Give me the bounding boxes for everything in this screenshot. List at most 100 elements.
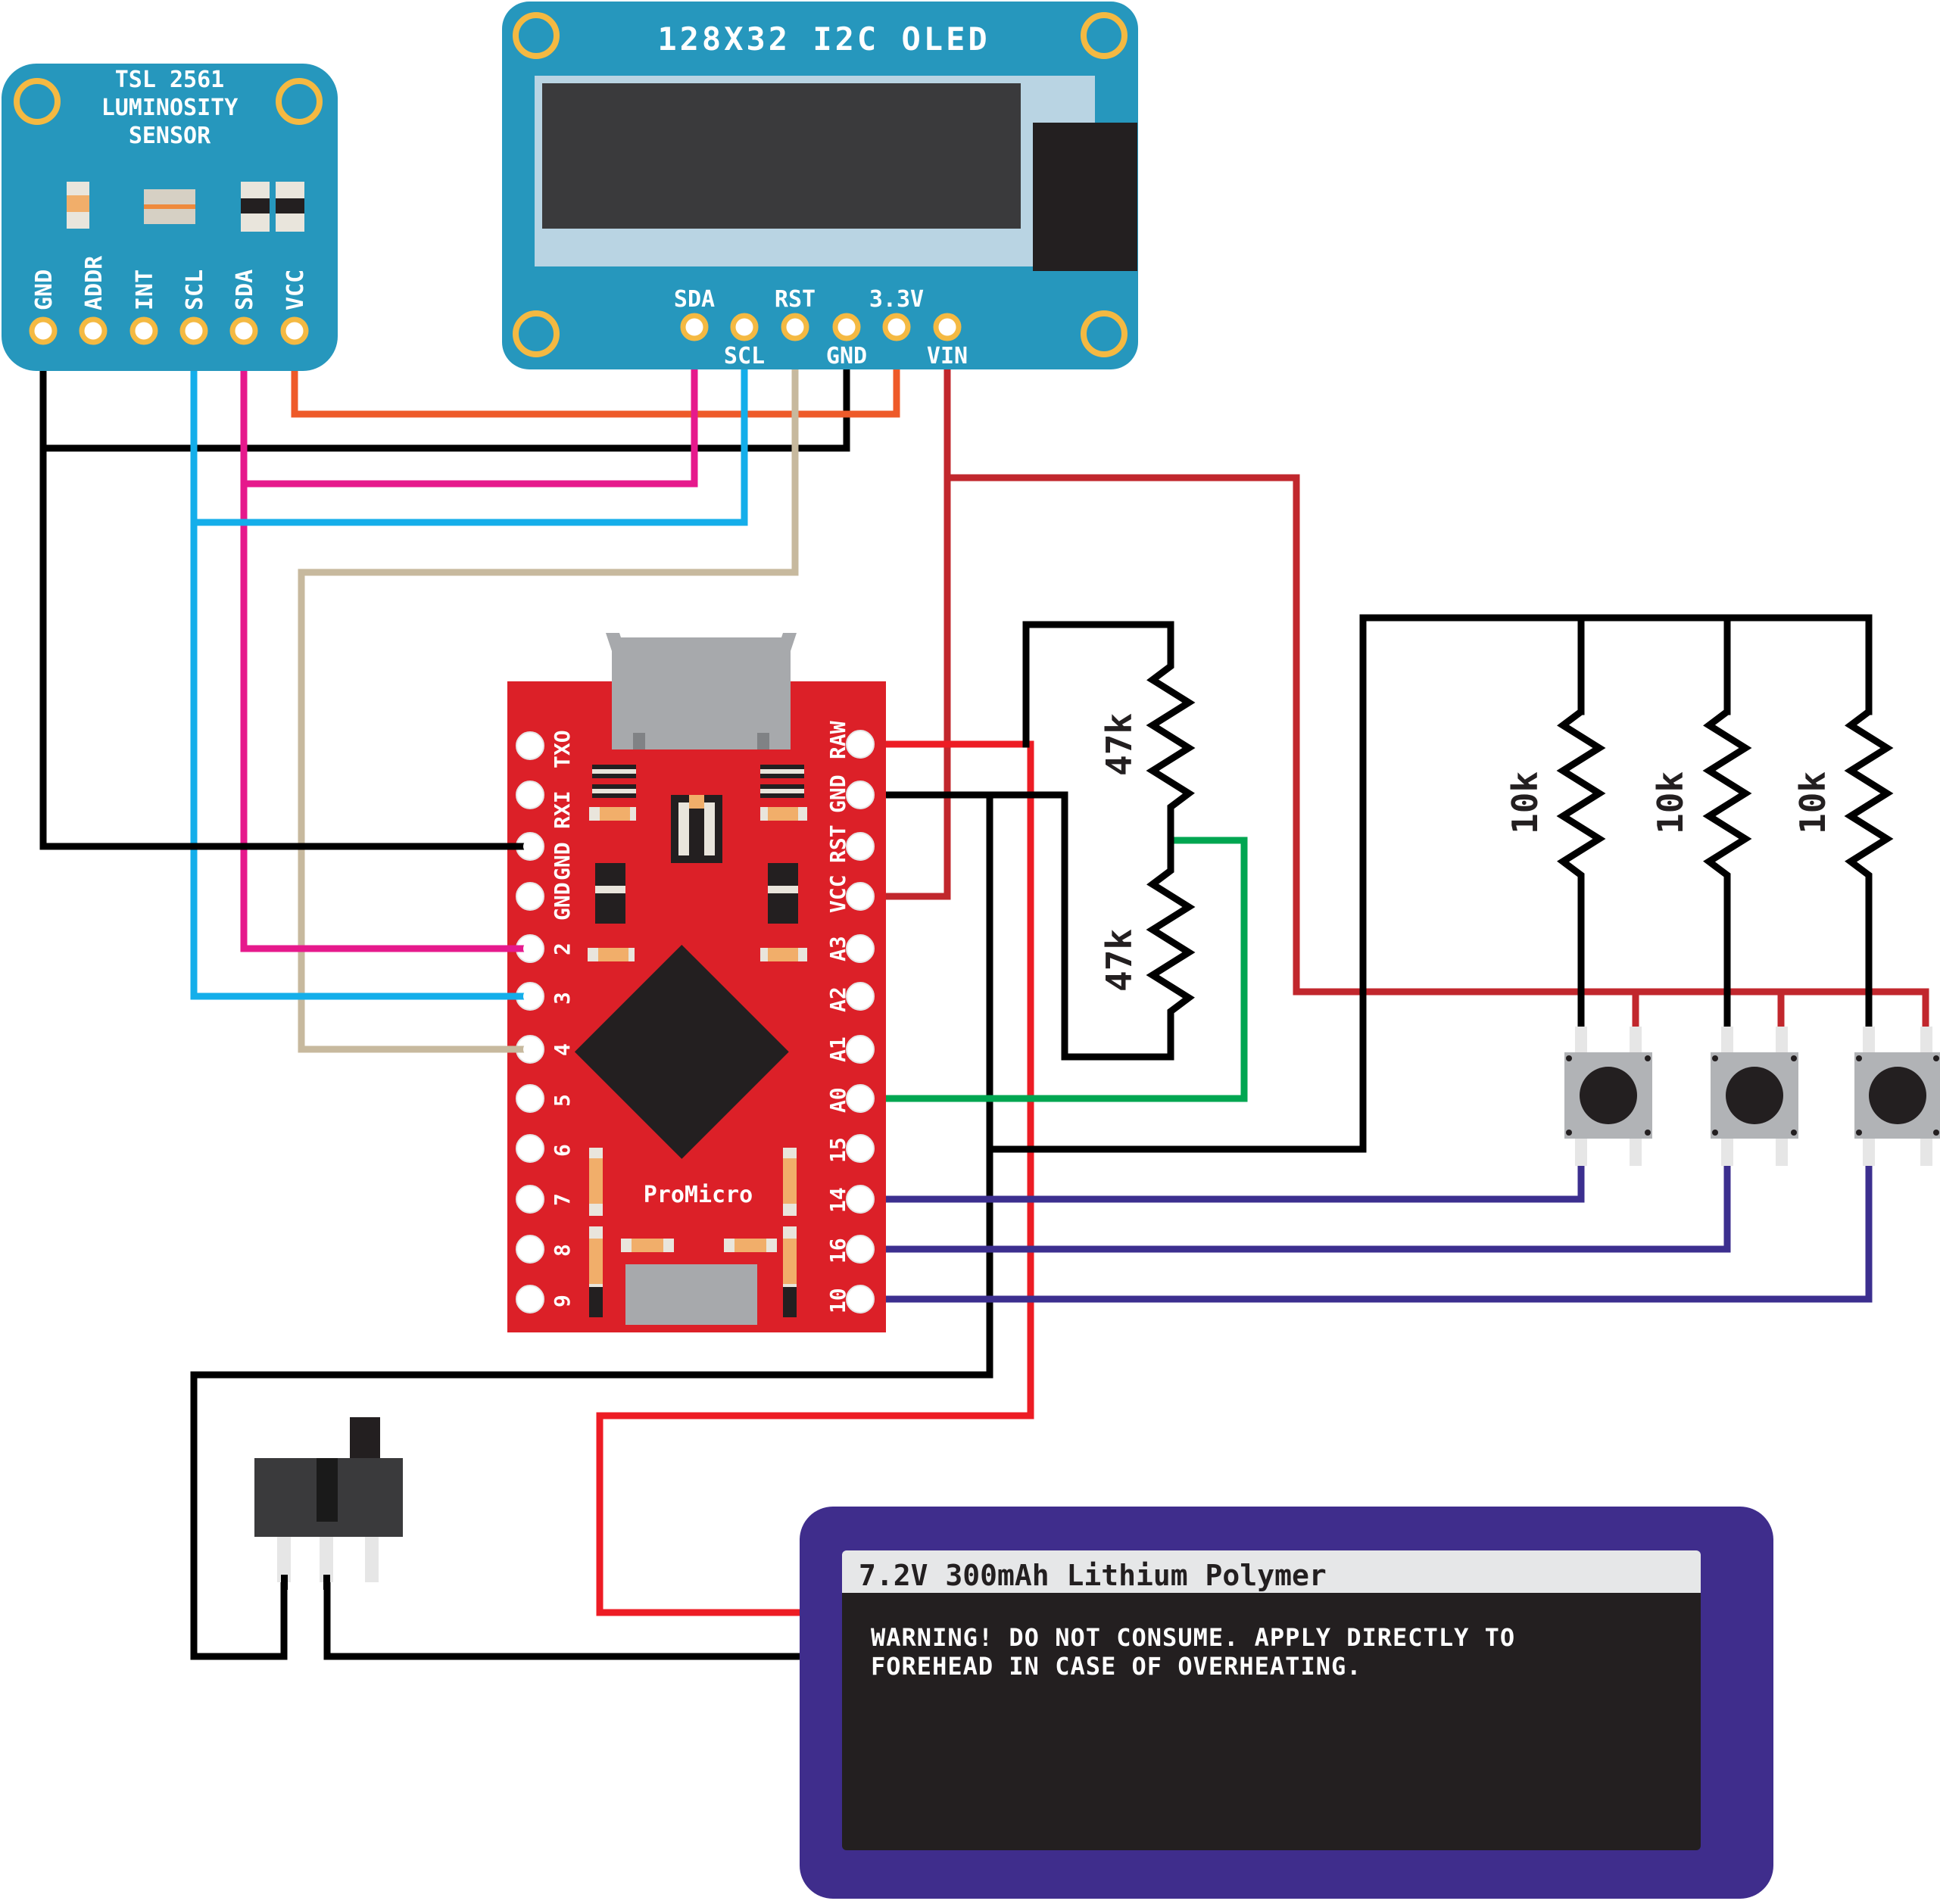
sensor-title-line1: TSL 2561 xyxy=(115,67,225,93)
promicro-left-label-4: 4 xyxy=(550,1043,575,1056)
wire-vin-buttons xyxy=(943,474,1929,1030)
wire-btn-16 xyxy=(856,1162,1731,1253)
sensor-pad-gnd xyxy=(29,316,58,345)
sensor-pad-sda xyxy=(229,316,258,345)
sensor-pin-label-sda: SDA xyxy=(232,270,258,310)
promicro-left-label-6: 6 xyxy=(550,1144,575,1157)
promicro-pad-a1 xyxy=(846,1035,875,1064)
sensor-pin-label-gnd: GND xyxy=(31,270,58,310)
oled-board: 128X32 I2C OLED SDA RST 3.3V SCL GND VIN xyxy=(502,2,1138,369)
oled-title: 128X32 I2C OLED xyxy=(657,20,990,58)
divider-resistors xyxy=(1146,625,1196,1057)
resistor-47k-bottom xyxy=(1146,840,1196,1057)
resistor-10k-1 xyxy=(1556,709,1606,886)
wire-a0 xyxy=(856,837,1248,1102)
promicro-pad-8 xyxy=(516,1235,544,1264)
pullup-resistors xyxy=(1556,709,1894,886)
oled-pad-vin xyxy=(933,313,962,341)
promicro-left-label-gnd2: GND xyxy=(550,882,575,921)
promicro-pad-rxi xyxy=(516,781,544,809)
wire-gnd-divider xyxy=(856,791,1174,1061)
push-button-1 xyxy=(1564,1027,1652,1166)
oled-pin-label-vin: VIN xyxy=(927,343,968,369)
sensor-pad-vcc xyxy=(280,316,309,345)
promicro-left-label-2: 2 xyxy=(550,943,575,955)
battery-label-bar xyxy=(842,1550,1701,1597)
battery-label-body xyxy=(842,1593,1701,1850)
sensor-title-line3: SENSOR xyxy=(129,123,211,149)
promicro-pad-15 xyxy=(846,1134,875,1163)
oled-pin-label-3v3: 3.3V xyxy=(869,286,924,313)
oled-pin-label-gnd: GND xyxy=(826,343,867,369)
promicro-pad-7 xyxy=(516,1185,544,1214)
wire-gnd-oled xyxy=(39,323,850,452)
promicro-pad-5 xyxy=(516,1084,544,1113)
wire-btn-10 xyxy=(856,1162,1873,1303)
wire-vcc xyxy=(291,323,900,418)
battery-warning-line2: FOREHEAD IN CASE OF OVERHEATING. xyxy=(871,1652,1362,1681)
resistor-47k-top xyxy=(1146,625,1196,840)
resistor-10k-3 xyxy=(1844,709,1894,886)
wire-divider-top xyxy=(1022,621,1174,748)
wire-raw xyxy=(596,740,1034,1616)
tsl2561-sensor-board: TSL 2561 LUMINOSITY SENSOR GND ADDR INT … xyxy=(2,64,338,371)
oled-pad-gnd xyxy=(832,313,861,341)
promicro-crystal xyxy=(625,1264,757,1325)
battery-warning-line1: WARNING! DO NOT CONSUME. APPLY DIRECTLY … xyxy=(871,1623,1515,1652)
sensor-pad-addr xyxy=(79,316,108,345)
promicro-pad-txo xyxy=(516,731,544,760)
wire-sda-oled xyxy=(240,323,698,488)
promicro-pad-9 xyxy=(516,1285,544,1313)
resistor-label-10k-1: 10k xyxy=(1505,771,1545,834)
push-button-2 xyxy=(1711,1027,1798,1166)
resistor-label-10k-2: 10k xyxy=(1650,771,1691,834)
promicro-pad-gnd2 xyxy=(516,882,544,911)
push-button-3 xyxy=(1854,1027,1940,1166)
promicro-left-label-rxi: RXI xyxy=(550,790,575,829)
promicro-pad-6 xyxy=(516,1134,544,1163)
resistor-label-10k-3: 10k xyxy=(1792,771,1833,834)
promicro-left-label-5: 5 xyxy=(550,1094,575,1107)
wire-vin-promicro xyxy=(856,323,951,900)
promicro-left-label-txo: TXO xyxy=(550,730,575,768)
promicro-left-label-7: 7 xyxy=(550,1193,575,1206)
promicro-right-label-raw: RAW xyxy=(825,721,850,759)
oled-screen xyxy=(542,83,1021,229)
oled-flex-connector xyxy=(1033,123,1137,271)
resistor-10k-2 xyxy=(1702,709,1752,886)
wire-sda-promicro xyxy=(240,480,534,952)
oled-pin-label-sda: SDA xyxy=(674,286,715,313)
sensor-pin-label-vcc: VCC xyxy=(282,270,309,310)
promicro-left-label-9: 9 xyxy=(550,1295,575,1307)
wire-gnd-trunk xyxy=(190,791,993,1660)
wire-scl-oled xyxy=(190,323,748,526)
promicro-left-label-gnd1: GND xyxy=(550,842,575,880)
resistor-label-47k-bottom: 47k xyxy=(1099,929,1140,992)
promicro-board: ProMicro TXO RXI GND GND 2 3 4 5 6 7 8 9… xyxy=(507,633,886,1332)
sensor-pin-label-addr: ADDR xyxy=(81,255,108,310)
wire-gnd-promicro xyxy=(39,444,534,850)
promicro-mcu xyxy=(574,944,789,1159)
resistor-label-47k-top: 47k xyxy=(1099,713,1140,776)
sensor-pad-scl xyxy=(179,316,208,345)
oled-pad-3v3 xyxy=(882,313,911,341)
oled-pin-label-rst: RST xyxy=(775,286,816,313)
sensor-title-line2: LUMINOSITY xyxy=(101,95,239,121)
promicro-pad-rst xyxy=(846,832,875,861)
lipo-battery: 7.2V 300mAh Lithium Polymer WARNING! DO … xyxy=(800,1507,1773,1899)
wire-switch-battery xyxy=(323,1571,806,1660)
promicro-pad-a3 xyxy=(846,934,875,963)
promicro-left-label-3: 3 xyxy=(550,992,575,1005)
sensor-pin-label-int: INT xyxy=(132,270,158,310)
wire-gnd-buttonbus xyxy=(986,614,1873,1153)
slide-switch xyxy=(254,1417,403,1590)
oled-pad-sda xyxy=(680,313,709,341)
sensor-pin-label-scl: SCL xyxy=(182,270,208,310)
promicro-pad-a2 xyxy=(846,982,875,1011)
wire-btn-14 xyxy=(856,1162,1585,1203)
sensor-pad-int xyxy=(129,316,158,345)
promicro-label: ProMicro xyxy=(644,1182,753,1208)
promicro-left-label-8: 8 xyxy=(550,1244,575,1257)
battery-title: 7.2V 300mAh Lithium Polymer xyxy=(859,1559,1327,1592)
